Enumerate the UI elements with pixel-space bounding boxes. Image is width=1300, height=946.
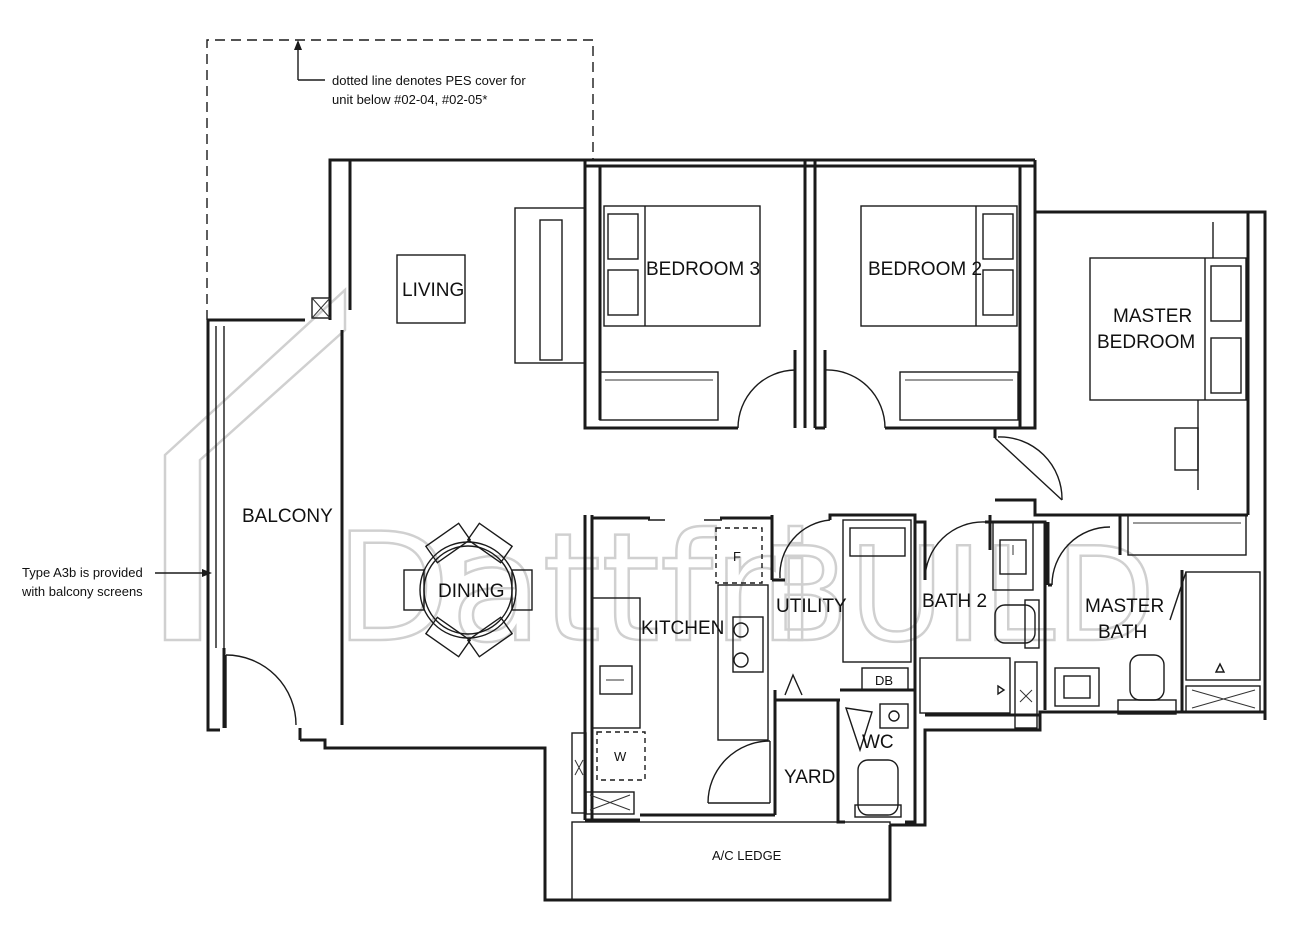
master-wardrobe [1127,514,1247,556]
ac-ledge [571,821,891,901]
wc-label: WC [862,732,894,753]
sofa [514,207,586,364]
balcony-note-line2: with balcony screens [21,584,143,599]
db-box [861,667,909,691]
bedroom-3-bed [603,205,761,327]
fridge-label: F [733,549,741,564]
watermark-brand-a: Dattfri [335,502,816,676]
master-bedroom-label-line1: MASTER [1113,306,1192,327]
coffee-table [396,254,466,324]
bedroom-2-bed [860,205,1018,327]
utility-door[interactable] [779,519,831,579]
utility-walls [772,513,917,705]
wc-basin-door [844,703,909,753]
master-bath-label-line1: MASTER [1085,596,1164,617]
wc-toilet [854,759,902,818]
master-bath-shaft [1185,685,1261,713]
bedroom-2-walls [815,160,1037,430]
kitchen-label: KITCHEN [641,618,724,639]
balcony-note-line1: Type A3b is provided [22,565,143,580]
balcony-label: BALCONY [242,506,333,527]
yard-door[interactable] [707,740,771,804]
balcony-screen-arrow [155,569,212,577]
master-bath-shower [1169,571,1261,681]
fridge-space [715,527,763,584]
utility-label: UTILITY [776,596,847,617]
master-bedroom-label-line2: BEDROOM [1097,332,1195,353]
bath-2-toilet [994,599,1040,649]
bedroom-2-label: BEDROOM 2 [868,259,982,280]
washer-label: W [614,749,627,764]
yard-walls [784,673,917,824]
db-label: DB [875,673,893,688]
living-label: LIVING [402,280,464,301]
structural-column [311,297,331,319]
dining-label: DINING [438,581,505,602]
utility-bathtub [842,519,912,663]
bath-2-shower [919,657,1011,714]
kitchen-shaft [571,732,635,815]
bath-2-door[interactable] [924,521,986,581]
pes-note-line1: dotted line denotes PES cover for [332,73,526,88]
ac-ledge-label: A/C LEDGE [712,848,782,863]
watermark: Dattfri BUILD [163,287,1156,677]
master-bath-door[interactable] [1051,526,1111,586]
kitchen-counter-right [717,584,769,741]
bedroom-2-door[interactable] [824,369,886,429]
pes-note-line2: unit below #02-04, #02-05* [332,92,487,107]
kitchen-counter-left [591,597,641,729]
bath-2-basin [992,521,1034,591]
washer-space [596,731,646,781]
bedroom-2-wardrobe [899,371,1019,421]
master-bed [1089,257,1247,401]
master-bath-basin [1054,667,1100,707]
outer-walls [206,158,1267,902]
pes-cover-outline [206,39,594,320]
bedroom-3-walls [583,160,817,430]
dining-table [403,522,533,658]
bedroom-3-label: BEDROOM 3 [646,259,760,280]
bedroom-3-wardrobe [599,371,719,421]
master-bedroom-door[interactable] [994,436,1063,501]
bath-2-label: BATH 2 [922,591,987,612]
bedroom-3-door[interactable] [737,369,796,429]
balcony-door[interactable] [225,654,297,728]
bath-2-shaft [1014,661,1038,729]
master-bath-toilet [1117,654,1177,715]
master-desk [1174,222,1214,490]
watermark-brand-b: BUILD [760,519,1155,671]
watermark-house-icon [163,287,347,642]
yard-label: YARD [784,767,835,788]
master-bath-label-line2: BATH [1098,622,1147,643]
